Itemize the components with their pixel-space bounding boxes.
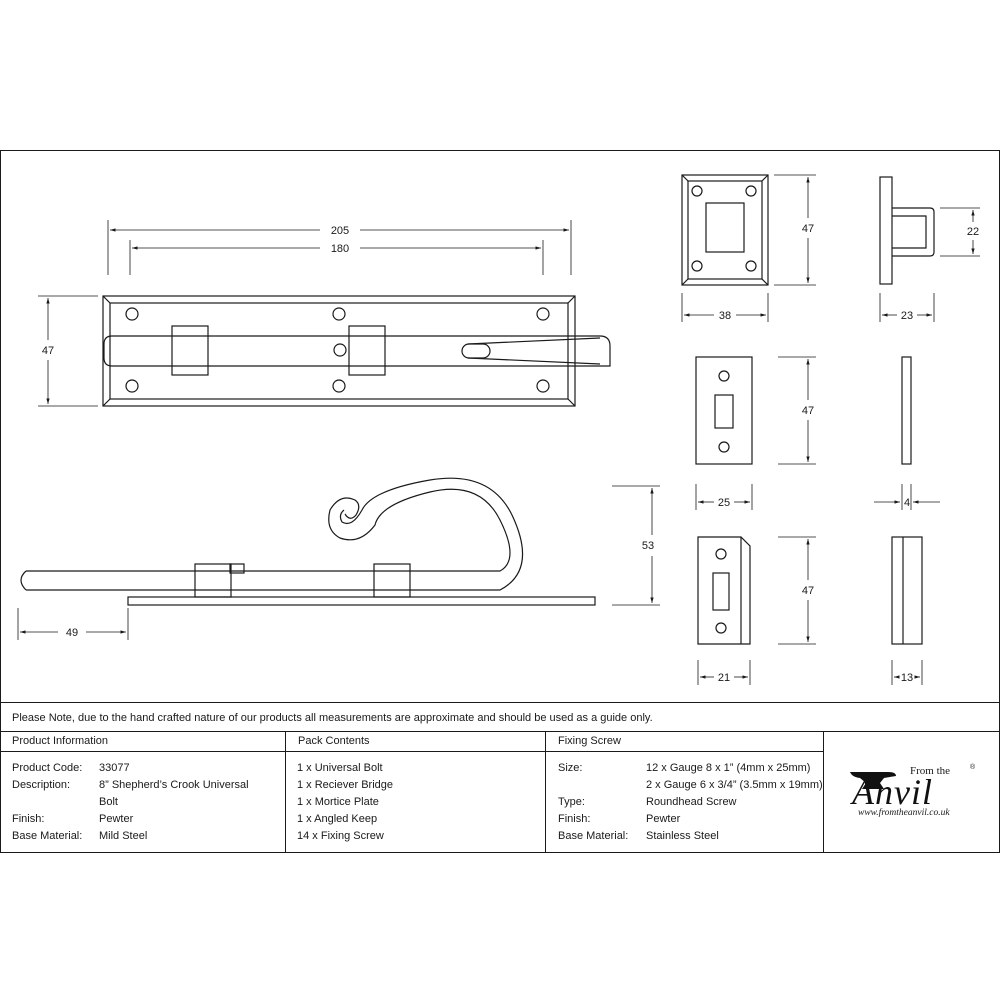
logo-from-the: From the (910, 765, 951, 777)
pack-item: 1 x Angled Keep (297, 813, 378, 825)
dim-label-mortice-height: 47 (802, 405, 814, 417)
bolt-front-view (102, 295, 611, 407)
angled-keep-side (891, 536, 923, 645)
screw-info-row: 2 x Gauge 6 x 3/4” (3.5mm x 19mm) (558, 777, 823, 794)
pack-item: 1 x Universal Bolt (297, 762, 383, 774)
dim-label-bridge-depth: 23 (901, 310, 913, 322)
dim-label-bolt-side-height: 53 (642, 540, 654, 552)
screw-info-row: Base Material: Stainless Steel (558, 828, 823, 845)
product-info-row: Description: 8” Shepherd’s Crook Universa… (12, 777, 285, 794)
product-info-key: Product Code: (12, 762, 83, 774)
screw-info-key: Finish: (558, 813, 591, 825)
fixing-screw-panel: Fixing Screw Size: 12 x Gauge 8 x 1” (4mm… (546, 731, 824, 852)
product-info-key: Finish: (12, 813, 45, 825)
screw-info-key (558, 777, 646, 794)
logo-url: www.fromtheanvil.co.uk (858, 808, 950, 818)
dim-label-bolt-length: 205 (331, 225, 349, 237)
mortice-plate-side (901, 356, 912, 465)
logo-wordmark: Anvil (852, 772, 933, 812)
product-info-key: Description: (12, 779, 71, 791)
dim-label-mortice-width: 25 (718, 497, 730, 509)
logo-registered-mark: ® (970, 764, 976, 771)
dim-label-bridge-height: 47 (802, 223, 814, 235)
screw-info-value: Stainless Steel (646, 830, 719, 842)
dim-label-bolt-height: 47 (42, 345, 54, 357)
product-info-value: Pewter (99, 813, 134, 825)
measurement-note: Please Note, due to the hand crafted nat… (0, 702, 1000, 732)
screw-info-key: Base Material: (558, 830, 629, 842)
receiver-bridge-side (879, 176, 935, 285)
screw-info-value: 12 x Gauge 8 x 1” (4mm x 25mm) (646, 762, 811, 774)
anvil-icon (850, 772, 896, 789)
product-info-row: Bolt (12, 794, 285, 811)
product-information-title: Product Information (0, 731, 285, 752)
screw-info-value: 2 x Gauge 6 x 3/4” (3.5mm x 19mm) (646, 779, 823, 791)
product-info-value: 8” Shepherd’s Crook Universal (99, 779, 249, 791)
pack-contents-title: Pack Contents (286, 731, 545, 752)
bolt-side-view (20, 477, 596, 606)
angled-keep-front (697, 536, 751, 645)
brand-logo-panel: From the ® Anvil www.fromtheanvil.co.uk (824, 731, 1000, 852)
pack-item: 1 x Mortice Plate (297, 796, 379, 808)
fixing-screw-title: Fixing Screw (546, 731, 823, 752)
product-info-value: Mild Steel (99, 830, 148, 842)
product-information-panel: Product Information Product Code: 33077 D… (0, 731, 286, 852)
product-info-row: Finish: Pewter (12, 811, 285, 828)
pack-item: 14 x Fixing Screw (297, 830, 384, 842)
dim-label-keep-height: 47 (802, 585, 814, 597)
product-info-value: 33077 (99, 762, 130, 774)
screw-info-row: Finish: Pewter (558, 811, 823, 828)
product-info-row: Base Material: Mild Steel (12, 828, 285, 845)
screw-info-value: Roundhead Screw (646, 796, 737, 808)
dim-label-bolt-centres: 180 (331, 243, 349, 255)
dim-label-mortice-depth: 4 (904, 497, 910, 509)
dim-label-bridge-width: 38 (719, 310, 731, 322)
product-info-value: Bolt (99, 796, 118, 808)
dim-label-keep-depth: 13 (901, 672, 913, 684)
product-info-row: Product Code: 33077 (12, 760, 285, 777)
screw-info-key: Type: (558, 796, 585, 808)
dim-label-handle-offset: 49 (66, 627, 78, 639)
screw-info-key: Size: (558, 762, 583, 774)
mortice-plate-front (695, 356, 753, 465)
product-info-key: Base Material: (12, 830, 83, 842)
screw-info-row: Type: Roundhead Screw (558, 794, 823, 811)
product-info-key (12, 794, 99, 811)
pack-contents-panel: Pack Contents 1 x Universal Bolt 1 x Rec… (286, 731, 546, 852)
receiver-bridge-front (681, 174, 769, 286)
screw-info-value: Pewter (646, 813, 681, 825)
dim-label-bridge-side-height: 22 (967, 226, 979, 238)
dim-label-keep-width: 21 (718, 672, 730, 684)
pack-item: 1 x Reciever Bridge (297, 779, 393, 791)
screw-info-row: Size: 12 x Gauge 8 x 1” (4mm x 25mm) (558, 760, 823, 777)
